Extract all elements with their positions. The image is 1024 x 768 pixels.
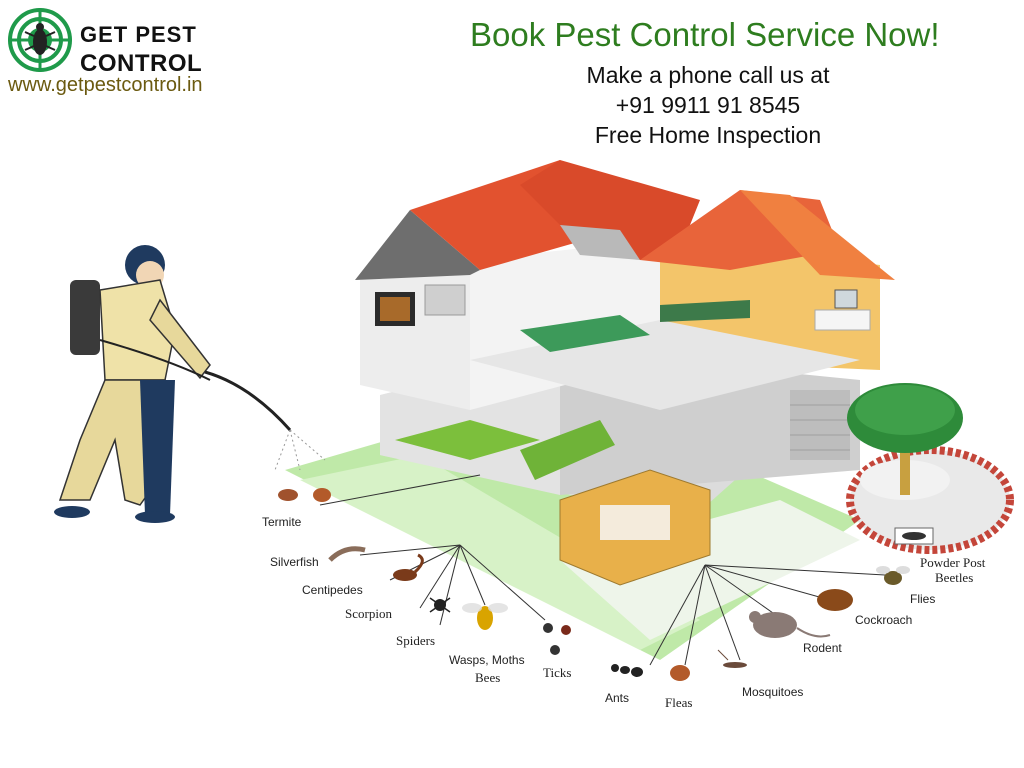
logo-target-icon xyxy=(8,8,72,72)
centipede-icon xyxy=(328,546,366,562)
window xyxy=(424,284,466,316)
worker-figure xyxy=(54,245,292,523)
planter xyxy=(660,300,750,322)
worker-boot-right xyxy=(135,511,175,523)
roof-gable-left xyxy=(355,210,480,280)
mosquito-icon xyxy=(717,649,747,668)
walkway xyxy=(560,500,860,640)
pest-label-cockroach: Cockroach xyxy=(855,613,913,627)
tree-trunk xyxy=(900,435,910,495)
upper-left-wall xyxy=(360,260,470,410)
beetle-icon xyxy=(894,527,934,545)
pest-label-rodent: Rodent xyxy=(803,641,842,655)
logo-text-line1: GET PEST xyxy=(80,22,197,47)
cockroach-icon xyxy=(817,589,853,611)
pest-label-silverfish: Silverfish xyxy=(270,555,319,569)
worker-boot-left xyxy=(54,506,90,518)
sprayer-tank xyxy=(70,280,100,355)
worker-torso xyxy=(99,279,176,381)
worker-right-leg xyxy=(140,380,175,515)
pest-label-powder-post: Powder Post xyxy=(920,555,986,570)
pest-label-fleas: Fleas xyxy=(665,695,693,710)
inspection-text: Free Home Inspection xyxy=(594,122,822,148)
bed xyxy=(520,315,650,352)
spider-icon xyxy=(429,597,451,613)
green-sofa-left xyxy=(395,420,540,460)
counter-top xyxy=(600,505,670,540)
monitor xyxy=(834,289,858,309)
desk xyxy=(814,309,871,331)
scorpion-icon xyxy=(393,553,424,581)
green-sofa-right xyxy=(520,420,615,480)
roof-middle xyxy=(520,160,700,260)
pest-label-ticks: Ticks xyxy=(543,665,572,680)
page-headline: Book Pest Control Service Now! xyxy=(470,16,940,53)
website-link[interactable]: www.getpestcontrol.in xyxy=(8,74,203,96)
phone-number[interactable]: +91 9911 91 8545 xyxy=(615,92,801,118)
pest-label-centipedes: Centipedes xyxy=(302,583,363,597)
pest-label-flies: Flies xyxy=(910,592,936,606)
lawn-path xyxy=(300,455,700,650)
pest-connectors xyxy=(319,474,886,666)
flea-icon xyxy=(670,665,690,681)
pest-label-termite: Termite xyxy=(262,515,302,529)
pest-label-wasps: Wasps, Moths xyxy=(449,653,525,667)
spray-mist xyxy=(274,429,326,471)
termite-icon xyxy=(278,488,331,502)
spray-wand xyxy=(204,370,292,431)
pest-label-beetles: Beetles xyxy=(935,570,974,585)
tick-icon xyxy=(543,623,571,655)
ant-icon xyxy=(611,664,643,677)
brand-logo: GET PEST CONTROL xyxy=(8,8,238,77)
rodent-icon xyxy=(749,611,831,638)
roof-right-gable xyxy=(740,190,895,280)
pest-label-ants: Ants xyxy=(605,691,630,705)
garage-door xyxy=(790,390,850,460)
logo-text-line2: CONTROL xyxy=(80,50,203,77)
spray-hose xyxy=(99,339,211,381)
fly-icon xyxy=(876,566,910,585)
call-text: Make a phone call us at xyxy=(586,62,830,88)
pest-label-scorpion: Scorpion xyxy=(345,606,392,621)
wasp-icon xyxy=(462,603,508,630)
pest-label-mosquitoes: Mosquitoes xyxy=(742,685,804,699)
pest-label-spiders: Spiders xyxy=(396,633,435,648)
contact-block: Make a phone call us at +91 9911 91 8545… xyxy=(540,60,876,150)
pest-label-bees: Bees xyxy=(475,670,501,685)
